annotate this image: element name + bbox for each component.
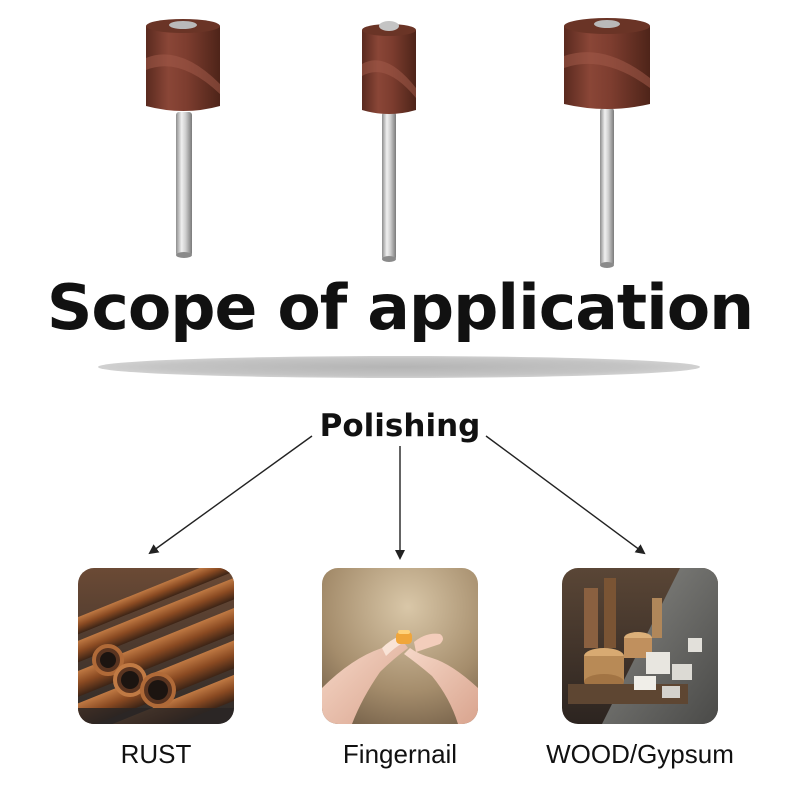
title-divider-shadow [98, 356, 700, 378]
sanding-drum-bit-center [354, 16, 424, 266]
wood-gypsum-image [562, 568, 718, 724]
polishing-label: Polishing [319, 408, 481, 444]
tile-wood-gypsum [562, 568, 718, 724]
fingernail-image [322, 568, 478, 724]
caption-rust: RUST [120, 739, 192, 769]
caption-fingernail: Fingernail [342, 739, 458, 769]
rusty-pipes-image [78, 568, 234, 724]
tile-rust [78, 568, 234, 724]
arrow-to-rust [148, 435, 313, 555]
page-title: Scope of application [46, 271, 754, 344]
tile-fingernail [322, 568, 478, 724]
sanding-drum-bit-right [560, 16, 656, 272]
sanding-drum-bit-icon [362, 21, 416, 262]
sanding-drum-bit-icon [146, 19, 220, 258]
sanding-drum-bit-left [140, 14, 230, 264]
caption-wood-gypsum: WOOD/Gypsum [546, 739, 734, 769]
arrow-to-wood [485, 435, 646, 555]
sanding-drum-bit-icon [564, 18, 650, 268]
